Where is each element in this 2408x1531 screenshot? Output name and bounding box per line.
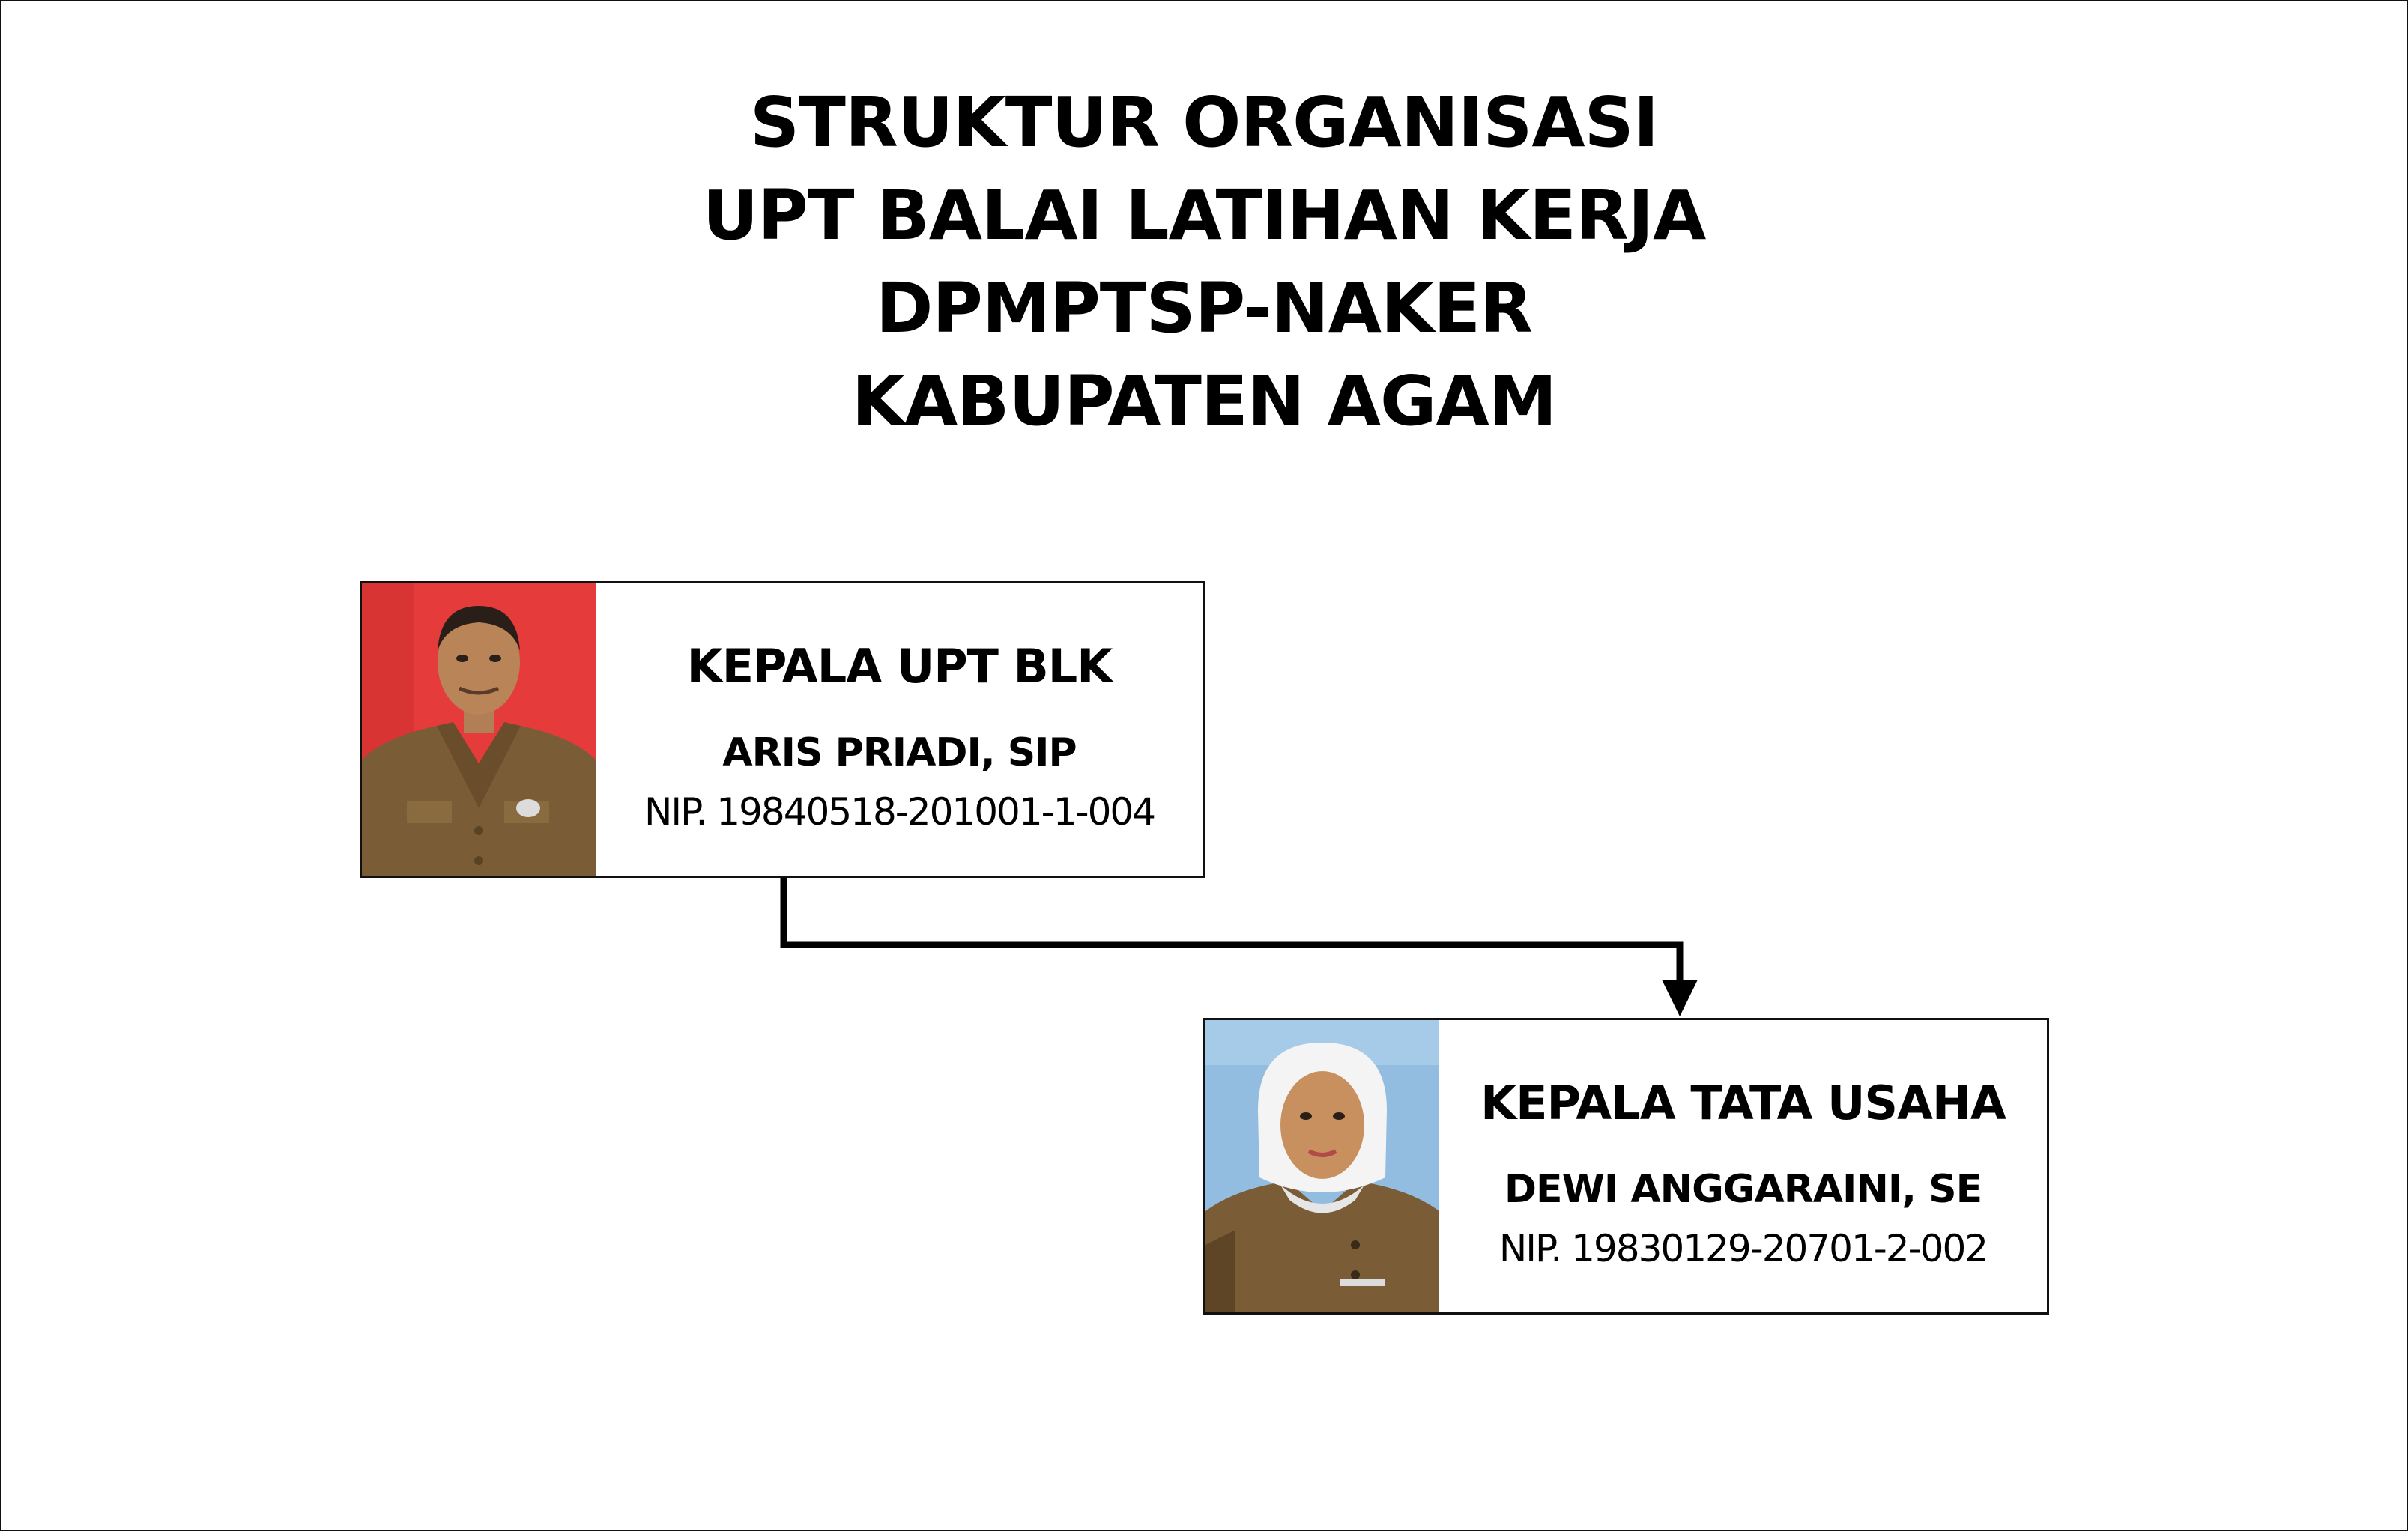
position-role: KEPALA TATA USAHA	[1480, 1076, 2006, 1130]
title-line-3: DPMPTSP-NAKER	[876, 268, 1533, 348]
person-name: DEWI ANGGARAINI, SE	[1504, 1167, 1982, 1212]
person-name: ARIS PRIADI, SIP	[722, 730, 1077, 775]
chart-title: STRUKTUR ORGANISASI UPT BALAI LATIHAN KE…	[1, 76, 2407, 448]
title-line-1: STRUKTUR ORGANISASI	[749, 82, 1659, 163]
portrait-photo-kepala-upt	[362, 583, 596, 876]
person-nip: NIP. 19830129-20701-2-002	[1498, 1227, 1988, 1270]
position-text-kepala-upt: KEPALA UPT BLK ARIS PRIADI, SIP NIP. 198…	[596, 583, 1203, 876]
position-text-kepala-tata-usaha: KEPALA TATA USAHA DEWI ANGGARAINI, SE NI…	[1439, 1020, 2047, 1312]
title-line-4: KABUPATEN AGAM	[851, 361, 1557, 441]
position-card-kepala-tata-usaha: KEPALA TATA USAHA DEWI ANGGARAINI, SE NI…	[1203, 1018, 2049, 1315]
person-nip: NIP. 19840518-201001-1-004	[644, 790, 1156, 834]
portrait-photo-kepala-tata-usaha	[1205, 1020, 1439, 1312]
position-card-kepala-upt: KEPALA UPT BLK ARIS PRIADI, SIP NIP. 198…	[360, 581, 1205, 878]
position-role: KEPALA UPT BLK	[686, 639, 1113, 694]
title-line-2: UPT BALAI LATIHAN KERJA	[702, 175, 1707, 255]
